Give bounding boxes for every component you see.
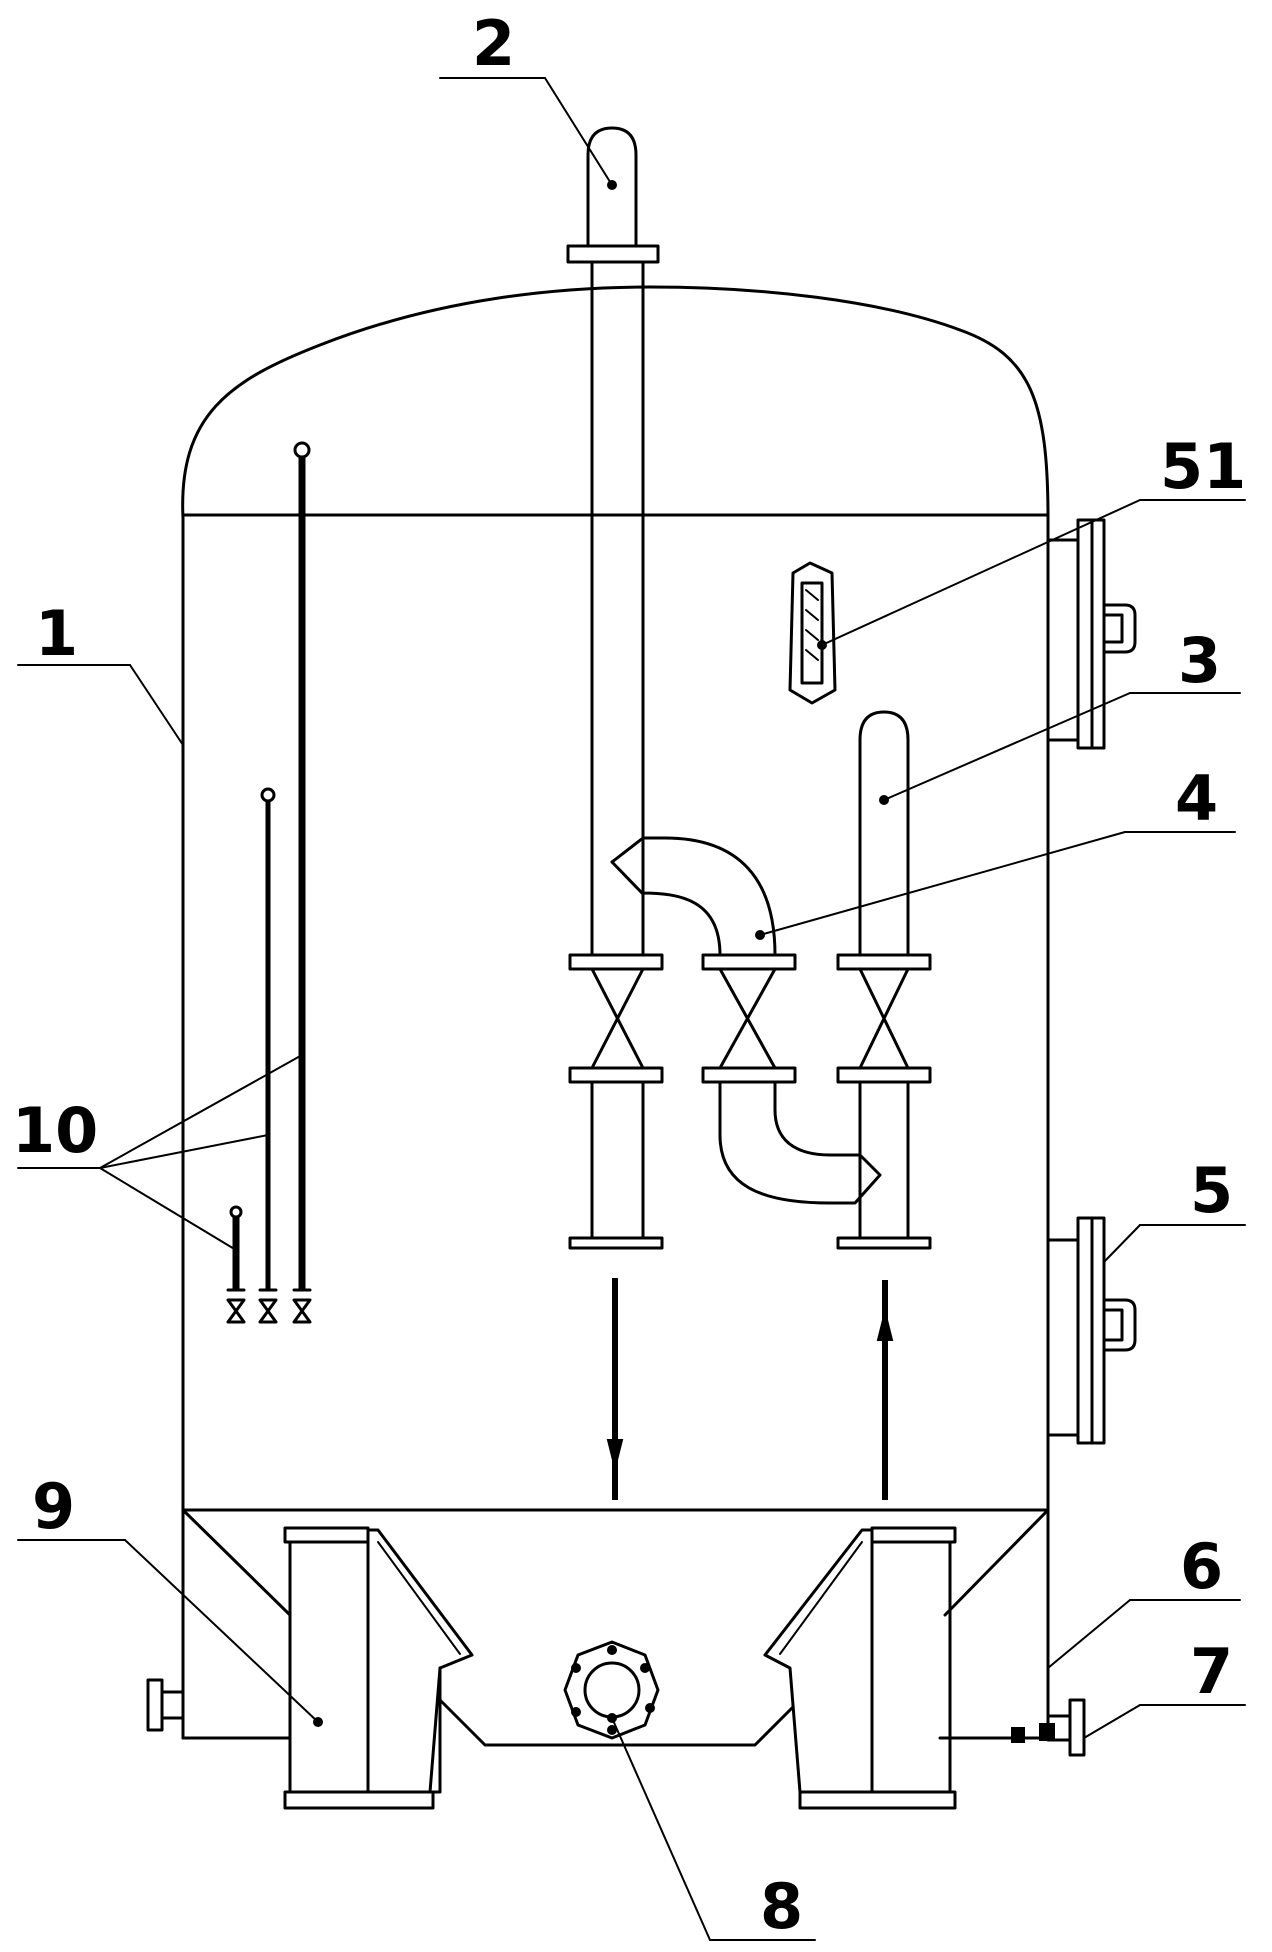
sight-glass: [788, 561, 837, 705]
level-gauges: [226, 441, 312, 1324]
base-floor: [438, 1698, 797, 1747]
label-part-7: 7: [1190, 1635, 1233, 1708]
label-part-1: 1: [35, 597, 78, 670]
flow-arrow-up: [876, 1280, 894, 1500]
manhole-lower: [1046, 1216, 1137, 1445]
skirt-base: [181, 1508, 1050, 1747]
valve-middle: [701, 953, 797, 1084]
bottom-outlet-pipe: [1003, 1698, 1086, 1757]
drain-flange: [563, 1640, 660, 1740]
leader-lines: [17, 77, 1246, 1941]
label-part-9: 9: [32, 1470, 75, 1543]
label-part-3: 3: [1178, 624, 1221, 697]
valve-left: [568, 953, 664, 1084]
cone-left: [181, 1508, 292, 1617]
left-side-nozzle: [146, 1678, 185, 1732]
label-part-10: 10: [12, 1094, 98, 1167]
label-part-4: 4: [1175, 762, 1218, 835]
label-part-51: 51: [1160, 430, 1246, 503]
flow-arrow-down: [606, 1278, 624, 1500]
label-part-6: 6: [1180, 1530, 1223, 1603]
tank-dome: [181, 285, 1050, 520]
support-leg-left: [283, 1526, 474, 1810]
part-labels: 1 2 3 4 5 6 7 8 9 10 51: [12, 7, 1246, 1943]
label-part-5: 5: [1190, 1154, 1233, 1227]
left-lower-pipe: [568, 1080, 664, 1250]
manhole-upper: [1046, 518, 1137, 750]
elbow-pipe: [610, 836, 882, 1205]
cone-right: [943, 1508, 1050, 1617]
pipe-3: [836, 710, 932, 1250]
vent-pipe: [566, 126, 660, 957]
support-leg-right: [763, 1526, 957, 1810]
valve-right: [836, 953, 932, 1084]
label-part-8: 8: [760, 1870, 803, 1943]
label-part-2: 2: [472, 7, 515, 80]
